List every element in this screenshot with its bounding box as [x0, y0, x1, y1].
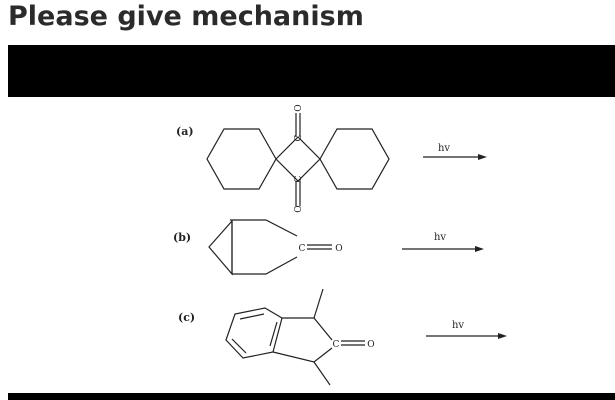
arrowhead-b	[475, 246, 484, 252]
atom-carbon-top: C	[294, 134, 304, 141]
reaction-a: (a) O C C O hv	[176, 104, 487, 213]
ring-five-lower	[272, 347, 333, 363]
reaction-label-a: (a)	[176, 125, 194, 138]
arrowhead-c	[498, 333, 507, 339]
atom-oxygen-b: O	[335, 244, 342, 254]
arrow-label-b: hv	[434, 232, 446, 243]
atom-carbon-c: C	[333, 340, 340, 350]
ring-five-upper	[282, 317, 333, 341]
atom-oxygen-bottom: O	[294, 205, 304, 212]
arrowhead-a	[478, 154, 487, 160]
ring-six-lower	[232, 256, 298, 275]
benzene-double-2	[231, 338, 247, 354]
page-title: Please give mechanism	[8, 1, 364, 32]
atom-carbon-b: C	[299, 244, 306, 254]
benzene-double-3	[269, 321, 278, 347]
cyclopropane-ring	[208, 219, 233, 276]
cyclohexane-right	[319, 128, 390, 190]
redacted-bar-top	[8, 45, 615, 97]
benzene-double-1	[239, 313, 265, 320]
arrow-label-c: hv	[452, 320, 464, 331]
cyclohexane-left	[206, 128, 277, 190]
reaction-c: (c) C O hv	[178, 288, 507, 386]
methyl-top	[313, 288, 324, 319]
atom-oxygen-top: O	[294, 104, 304, 111]
redacted-bar-bottom	[8, 393, 615, 400]
ring-six-upper	[230, 219, 298, 237]
arrow-label-a: hv	[438, 143, 450, 154]
reaction-label-b: (b)	[173, 231, 191, 244]
atom-carbon-bottom: C	[294, 175, 304, 182]
reaction-label-c: (c)	[178, 311, 195, 324]
methyl-bottom	[313, 361, 331, 386]
cyclobutane-ring	[275, 136, 321, 182]
atom-oxygen-c: O	[367, 340, 374, 350]
reaction-b: (b) C O hv	[173, 219, 484, 276]
